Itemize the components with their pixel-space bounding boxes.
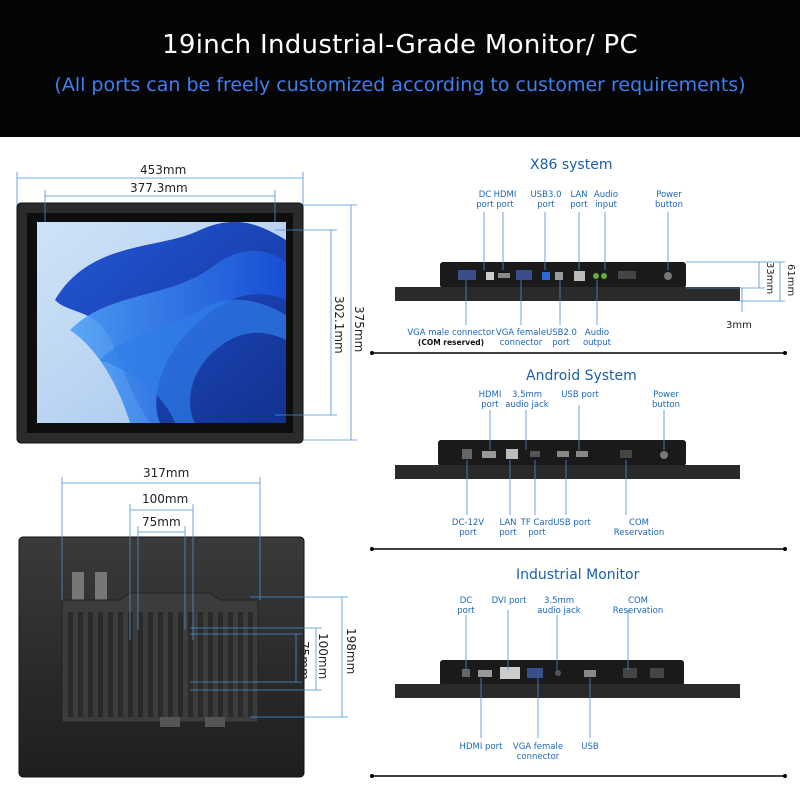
dim-vesa-small: 75mm <box>142 515 181 529</box>
android-callout-lines <box>466 405 665 515</box>
android-label-lan: LAN port <box>499 518 517 538</box>
header-banner: 19inch Industrial-Grade Monitor/ PC (All… <box>0 0 800 137</box>
android-label-audio-jack: 3.5mm audio jack <box>505 390 549 410</box>
front-monitor <box>16 202 304 444</box>
x86-label-usb3-port: USB3.0 port <box>530 190 562 210</box>
x86-section-title: X86 system <box>530 157 613 173</box>
android-label-power-button: Power button <box>651 390 681 410</box>
android-label-usb: USB port <box>561 390 599 400</box>
android-label-tf-card: TF Card port <box>520 518 554 538</box>
industrial-label-audio-jack: 3.5mm audio jack <box>537 596 581 616</box>
page-subtitle: (All ports can be freely customized acco… <box>54 74 746 96</box>
x86-callout-lines <box>465 212 785 325</box>
x86-label-lan-port: LAN port <box>570 190 588 210</box>
dim-front-height-outer: 375mm <box>352 306 366 353</box>
android-label-usb-bottom: USB port <box>553 518 591 528</box>
industrial-section-title: Industrial Monitor <box>516 567 640 583</box>
industrial-label-vga-female: VGA female connector <box>512 742 564 762</box>
dim-v-75: 75mm <box>297 641 311 680</box>
dim-front-width-outer: 453mm <box>140 163 187 177</box>
x86-dim-33: 33mm <box>764 262 775 295</box>
x86-side-view <box>395 262 740 301</box>
x86-label-usb2-port: USB2.0 port <box>546 328 577 348</box>
x86-label-dc-port: DC port <box>476 190 494 210</box>
dim-vesa-large: 100mm <box>142 492 189 506</box>
industrial-label-dvi: DVI port <box>491 596 527 606</box>
android-side-view <box>395 440 740 479</box>
back-dimension-lines <box>61 477 348 718</box>
android-label-com: COM Reservation <box>613 518 665 538</box>
industrial-label-com: COM Reservation <box>612 596 664 616</box>
front-dimension-lines <box>16 172 357 441</box>
industrial-label-dc: DC port <box>457 596 475 616</box>
android-section-title: Android System <box>526 368 637 384</box>
x86-dim-61: 61mm <box>785 264 796 297</box>
android-label-hdmi: HDMI port <box>478 390 502 410</box>
dim-v-100: 100mm <box>316 633 330 680</box>
dim-back-height: 198mm <box>344 628 358 675</box>
x86-label-vga-female: VGA female connector <box>495 328 547 348</box>
x86-label-vga-male: VGA male connector <box>407 328 495 338</box>
x86-label-power-button: Power button <box>654 190 684 210</box>
dim-front-width-inner: 377.3mm <box>130 181 188 195</box>
x86-label-com-reserved: (COM reserved) <box>417 338 485 347</box>
industrial-side-view <box>395 660 740 698</box>
android-label-dc12v: DC-12V port <box>451 518 485 538</box>
industrial-callout-lines <box>465 610 629 738</box>
page-title: 19inch Industrial-Grade Monitor/ PC <box>162 30 638 60</box>
x86-dim-3: 3mm <box>726 320 752 331</box>
dim-back-width: 317mm <box>143 466 190 480</box>
x86-label-audio-input: Audio input <box>593 190 619 210</box>
dim-front-height-inner: 302.1mm <box>332 296 346 354</box>
x86-label-hdmi-port: HDMI port <box>493 190 517 210</box>
x86-label-audio-output: Audio output <box>582 328 612 348</box>
industrial-label-hdmi: HDMI port <box>459 742 503 752</box>
industrial-label-usb: USB <box>581 742 599 752</box>
